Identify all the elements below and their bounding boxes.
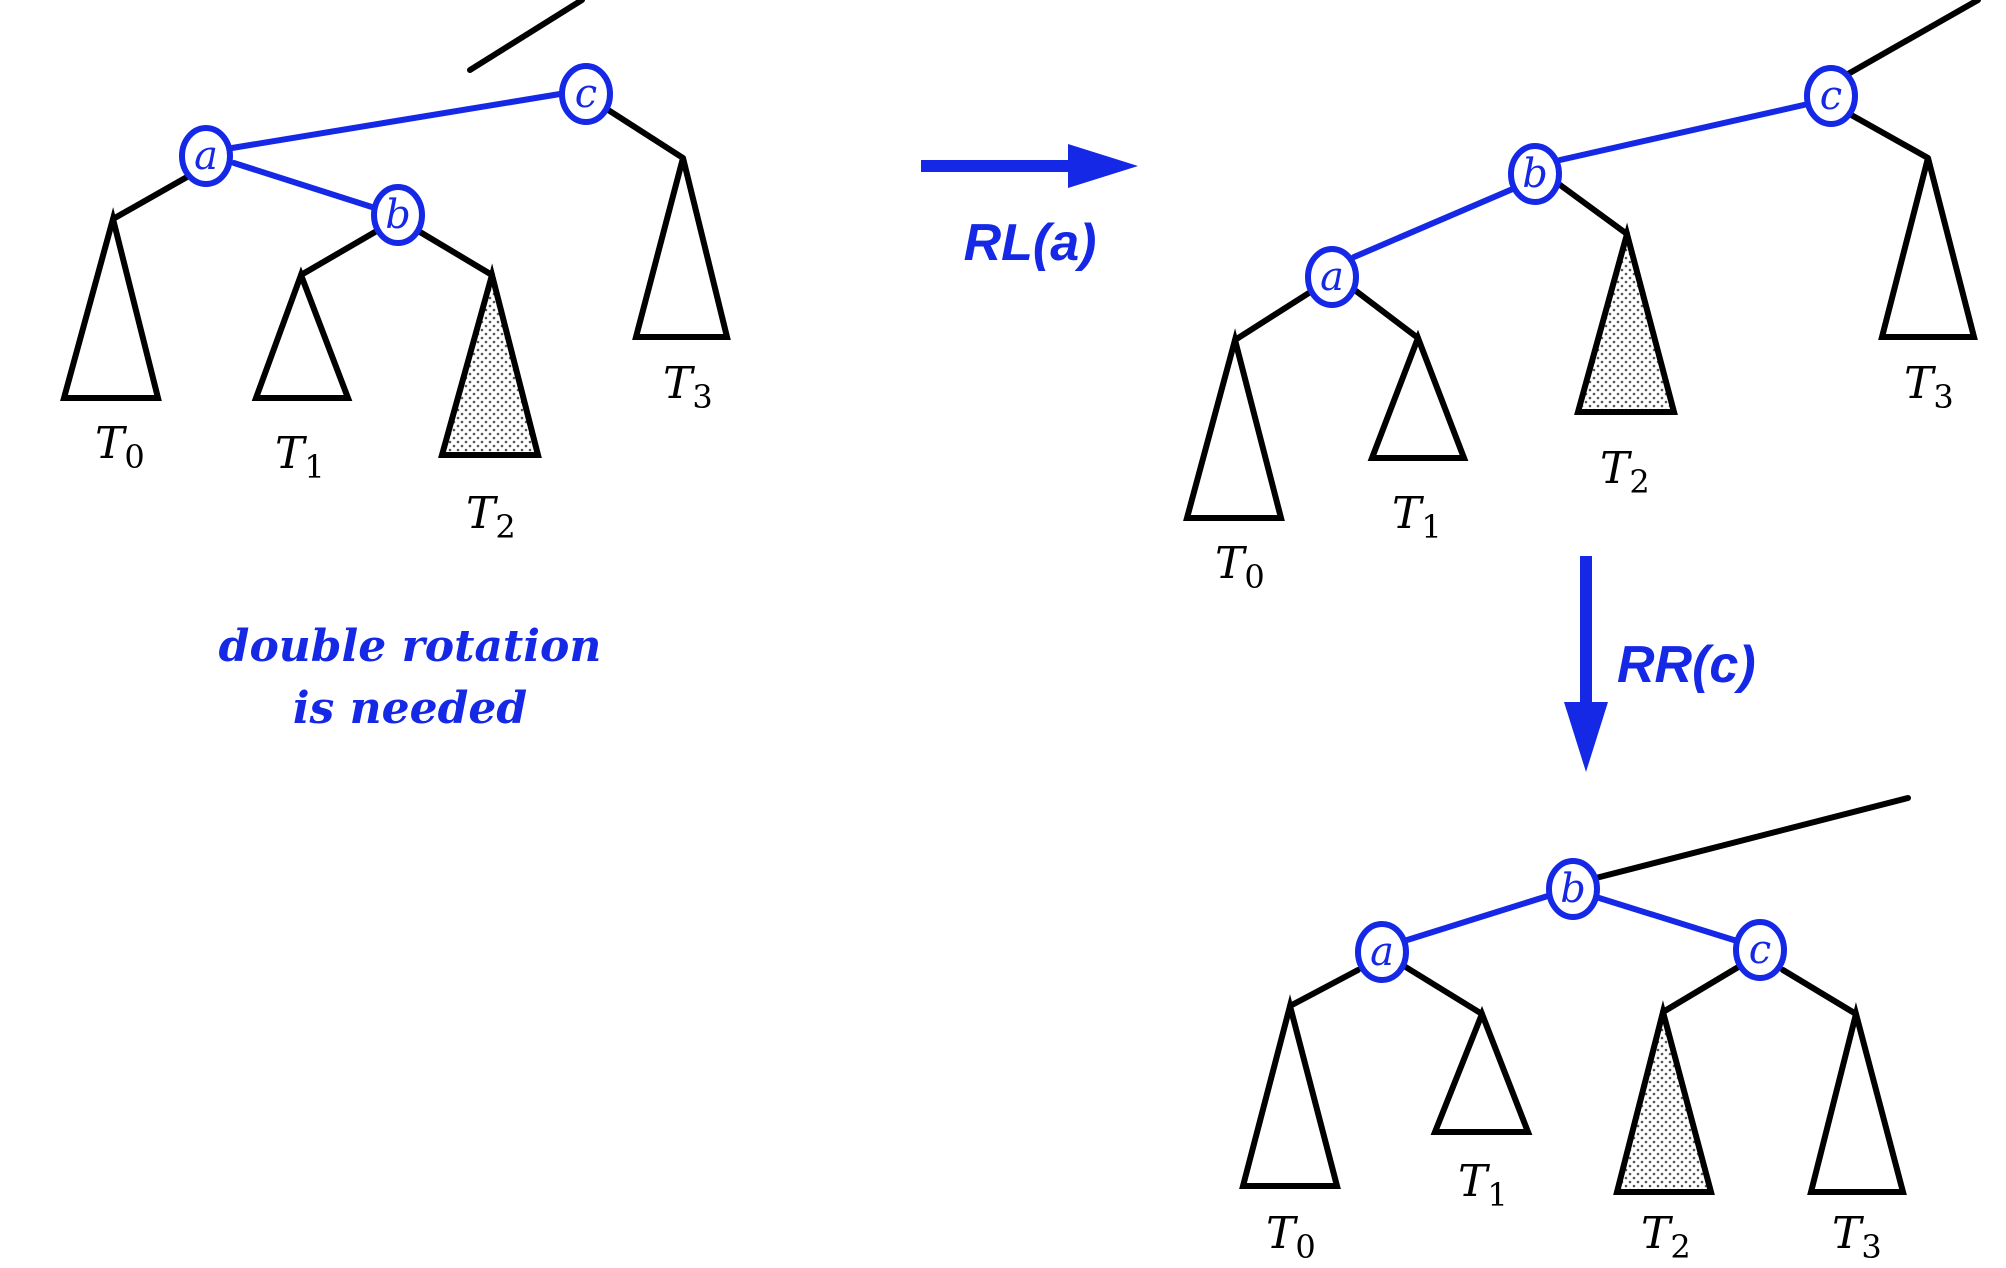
subtree-t1 [1367, 329, 1469, 461]
tree-after: a b c T0 T1 T2 T3 [1239, 795, 1911, 1266]
node-a-label: a [1320, 254, 1344, 300]
subtree-t3 [1878, 157, 1978, 340]
subtree-t1 [251, 266, 353, 401]
note-line-2: is needed [293, 683, 527, 734]
edge-parent [1845, 0, 1981, 77]
label-t0: T0 [1215, 538, 1265, 596]
operation-rr-label: RR(c) [1617, 636, 1756, 694]
subtree-t0 [1239, 994, 1341, 1189]
subtree-t3 [632, 157, 731, 340]
node-a: a [1305, 246, 1359, 308]
label-t2: T2 [1641, 1208, 1691, 1266]
edge-a-c [229, 91, 563, 151]
edge-a-b [1351, 185, 1518, 260]
label-t3: T3 [1832, 1208, 1882, 1266]
node-c: c [1804, 65, 1858, 127]
node-a-label: a [194, 133, 218, 179]
node-b: b [371, 184, 425, 246]
edge-c-t3 [599, 103, 686, 161]
edge-b-t2 [417, 229, 495, 278]
node-b-label: b [385, 192, 411, 238]
label-t0: T0 [1266, 1208, 1316, 1266]
edge-a-t1 [1353, 288, 1421, 341]
node-c-label: c [575, 71, 597, 117]
label-t3: T3 [663, 358, 713, 416]
label-t3: T3 [1904, 358, 1954, 416]
label-t1: T1 [1392, 488, 1442, 546]
edge-b-c [1557, 101, 1811, 163]
edge-c-t3 [1843, 109, 1931, 161]
label-t1: T1 [275, 428, 325, 486]
operation-rl-label: RL(a) [964, 214, 1097, 272]
node-b-label: b [1560, 866, 1586, 912]
edge-a-t1 [1401, 963, 1485, 1017]
edge-a-t0 [1232, 288, 1315, 343]
note-line-1: double rotation [219, 621, 602, 672]
node-a: a [179, 125, 233, 187]
node-b: b [1546, 858, 1600, 920]
edge-c-t3 [1780, 967, 1859, 1017]
label-t0: T0 [95, 418, 145, 476]
edge-a-t0 [110, 174, 190, 222]
edge-parent [1585, 795, 1911, 883]
node-b: b [1508, 143, 1562, 205]
arrow-down [1564, 556, 1608, 772]
edge-b-t2 [1553, 179, 1630, 237]
edge-a-b [1401, 892, 1554, 944]
node-a: a [1355, 921, 1409, 983]
edge-b-t1 [298, 229, 378, 278]
edge-c-t2 [1660, 963, 1743, 1015]
subtree-t1 [1430, 1005, 1533, 1135]
node-a-label: a [1370, 929, 1394, 975]
tree-before: a b c T0 T1 T2 T3 [60, 0, 731, 546]
tree-middle: a b c T0 T1 T2 T3 [1183, 0, 1981, 596]
label-t1: T1 [1458, 1156, 1508, 1214]
label-t2: T2 [1600, 443, 1650, 501]
subtree-t3 [1807, 1002, 1907, 1195]
subtree-t0 [1183, 328, 1285, 521]
edge-a-t0 [1287, 967, 1361, 1009]
edge-a-b [231, 160, 378, 211]
node-c-label: c [1749, 927, 1771, 973]
node-b-label: b [1522, 151, 1548, 197]
node-c: c [559, 63, 613, 125]
subtree-t0 [60, 207, 162, 401]
subtree-t2 [1613, 1000, 1715, 1195]
node-c-label: c [1820, 73, 1842, 119]
node-c: c [1733, 919, 1787, 981]
edge-parent [467, 0, 585, 73]
arrow-right [921, 144, 1138, 188]
subtree-t2 [1574, 222, 1678, 415]
edge-b-c [1593, 894, 1740, 944]
label-t2: T2 [466, 488, 516, 546]
subtree-t2 [438, 263, 542, 458]
